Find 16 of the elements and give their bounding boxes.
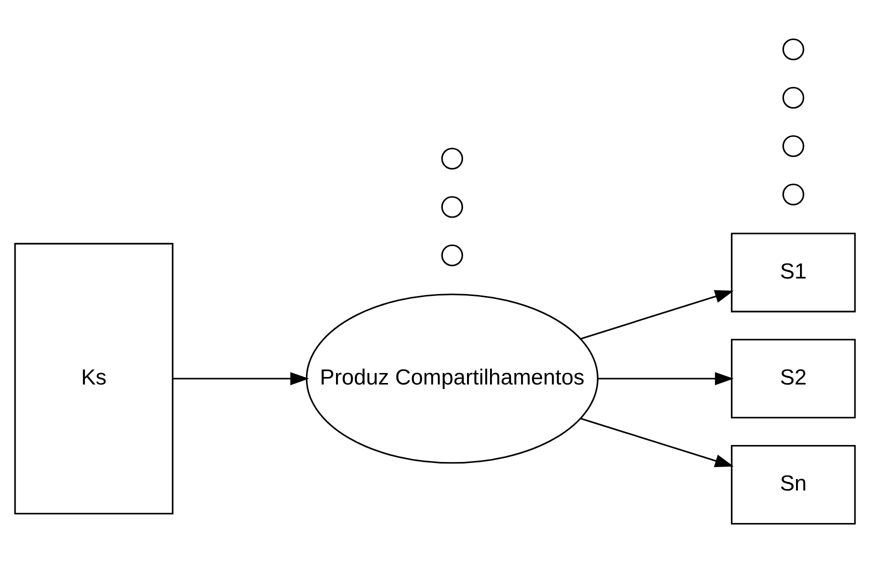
node-circle bbox=[782, 86, 804, 109]
arrow bbox=[580, 290, 734, 340]
node-circle bbox=[441, 244, 464, 266]
node-circle bbox=[441, 196, 464, 218]
node-box: Sn bbox=[730, 444, 856, 525]
node-circle bbox=[782, 184, 804, 206]
node-ellipse: Produz Compartilhamentos bbox=[306, 294, 598, 464]
node-circle bbox=[782, 38, 804, 60]
node-box: Ks bbox=[14, 242, 174, 514]
node-circle bbox=[782, 135, 804, 158]
arrow bbox=[172, 372, 310, 386]
node-box: S1 bbox=[730, 232, 856, 312]
arrow bbox=[598, 372, 734, 386]
node-circle bbox=[441, 148, 464, 170]
arrow bbox=[580, 418, 734, 468]
node-box: S2 bbox=[730, 338, 856, 418]
